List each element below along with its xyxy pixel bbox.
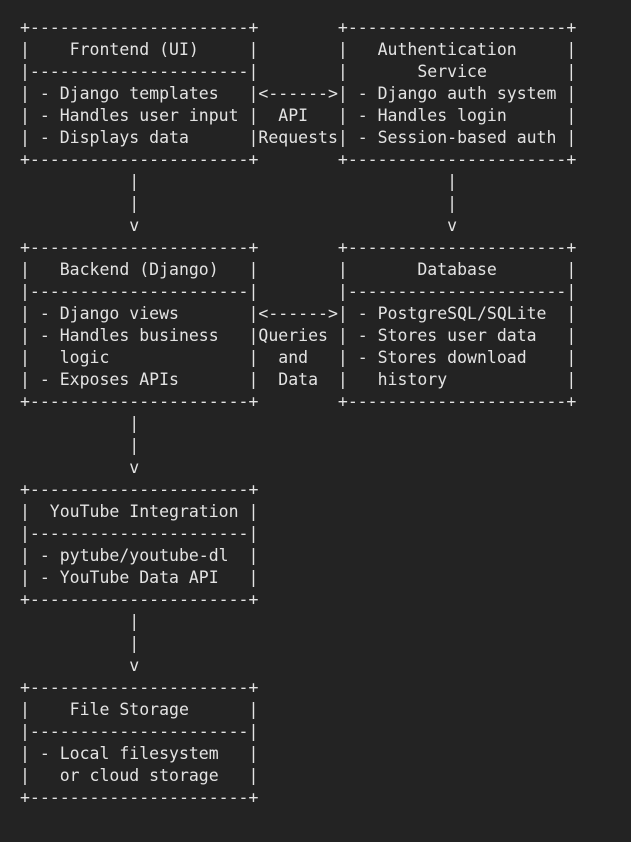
storage-title-line: | File Storage | <box>20 700 259 719</box>
youtube-divider-line: |----------------------| <box>20 524 259 543</box>
youtube-box-top-border: +----------------------+ <box>20 480 259 499</box>
architecture-ascii-diagram: +----------------------+ +--------------… <box>20 17 576 809</box>
frontend-display-line: | - Displays data |Requests| - Session-b… <box>20 128 577 147</box>
youtube-title-line: | YouTube Integration | <box>20 502 259 521</box>
frontend-templates-line: | - Django templates |<------>| - Django… <box>20 84 577 103</box>
frontend-input-line: | - Handles user input | API | - Handles… <box>20 106 577 125</box>
storage-box-bottom-border: +----------------------+ <box>20 788 259 807</box>
frontend-box-bottom-border: +----------------------+ +--------------… <box>20 150 577 169</box>
connector-line: | <box>20 634 140 653</box>
connector-line: | <box>20 436 140 455</box>
connector-line: | <box>20 414 140 433</box>
frontend-title-line: | Frontend (UI) | | Authentication | <box>20 40 577 59</box>
frontend-box-top-border: +----------------------+ +--------------… <box>20 18 577 37</box>
backend-business-line: | - Handles business |Queries | - Stores… <box>20 326 577 345</box>
storage-cloud-line: | or cloud storage | <box>20 766 259 785</box>
backend-logic-line: | logic | and | - Stores download | <box>20 348 577 367</box>
arrow-down-line: v <box>20 656 140 675</box>
storage-box-top-border: +----------------------+ <box>20 678 259 697</box>
connector-line: | | <box>20 194 458 213</box>
connector-line: | <box>20 612 140 631</box>
youtube-data-api-line: | - YouTube Data API | <box>20 568 259 587</box>
arrow-down-line: v v <box>20 216 458 235</box>
backend-box-top-border: +----------------------+ +--------------… <box>20 238 577 257</box>
youtube-pytube-line: | - pytube/youtube-dl | <box>20 546 259 565</box>
connector-line: | | <box>20 172 458 191</box>
youtube-box-bottom-border: +----------------------+ <box>20 590 259 609</box>
arrow-down-line: v <box>20 458 140 477</box>
backend-divider-line: |----------------------| |--------------… <box>20 282 577 301</box>
backend-box-bottom-border: +----------------------+ +--------------… <box>20 392 577 411</box>
storage-divider-line: |----------------------| <box>20 722 259 741</box>
backend-views-line: | - Django views |<------>| - PostgreSQL… <box>20 304 577 323</box>
storage-filesystem-line: | - Local filesystem | <box>20 744 259 763</box>
backend-title-line: | Backend (Django) | | Database | <box>20 260 577 279</box>
backend-apis-line: | - Exposes APIs | Data | history | <box>20 370 577 389</box>
frontend-divider-line: |----------------------| | Service | <box>20 62 577 81</box>
